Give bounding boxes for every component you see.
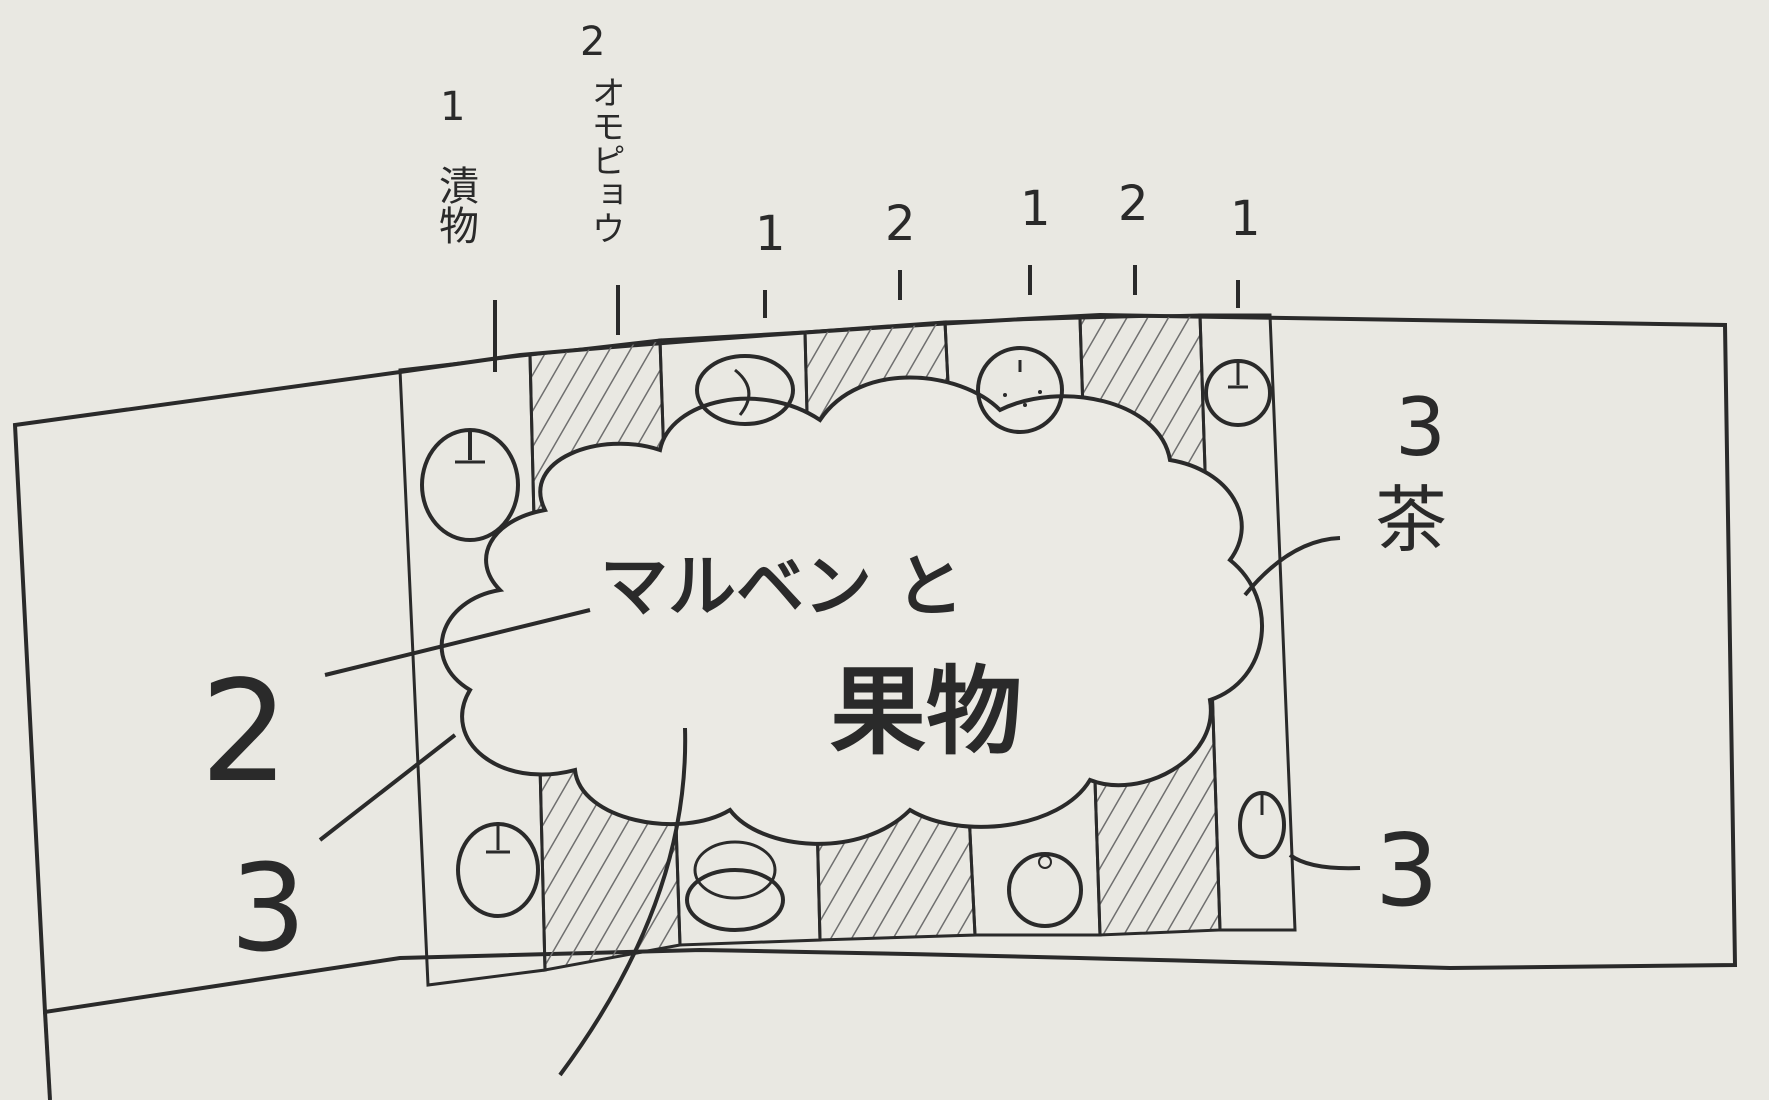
top-label-col2: オモピョウ xyxy=(585,75,625,245)
mikan-icon xyxy=(1007,852,1083,928)
callout-left-upper-number: 2 xyxy=(200,651,289,814)
apple-icon xyxy=(1204,359,1272,427)
top-label-col4: 2 xyxy=(885,196,916,252)
top-label-col3: 1 xyxy=(755,206,786,262)
leader-lines xyxy=(318,265,1361,1077)
center-title-line1: マルベン と xyxy=(600,548,964,627)
top-label-col7: 1 xyxy=(1230,191,1261,247)
center-cloud-area xyxy=(439,375,1264,846)
apple-icon xyxy=(1238,791,1286,859)
top-label-col5: 1 xyxy=(1020,181,1051,237)
peach-icon xyxy=(685,840,785,932)
callout-right-upper-number: 3 xyxy=(1395,381,1446,474)
tray-bottom-edge xyxy=(43,1011,52,1100)
apple-icon xyxy=(420,428,520,542)
top-label-col1: 漬物 xyxy=(432,165,478,245)
peach-icon xyxy=(695,354,795,426)
callout-left-lower-number: 3 xyxy=(230,840,306,979)
mikan-icon xyxy=(976,346,1064,434)
callout-right-lower-number: 3 xyxy=(1375,812,1439,929)
top-label-col1-num: 1 xyxy=(440,84,465,130)
callout-right-upper-text: 茶 xyxy=(1375,478,1447,562)
top-label-col2-num: 2 xyxy=(580,19,605,65)
apple-icon xyxy=(456,822,540,918)
center-title-line2: 果物 xyxy=(830,656,1022,768)
tray-outline xyxy=(12,312,1738,1015)
top-label-col6: 2 xyxy=(1118,176,1149,232)
